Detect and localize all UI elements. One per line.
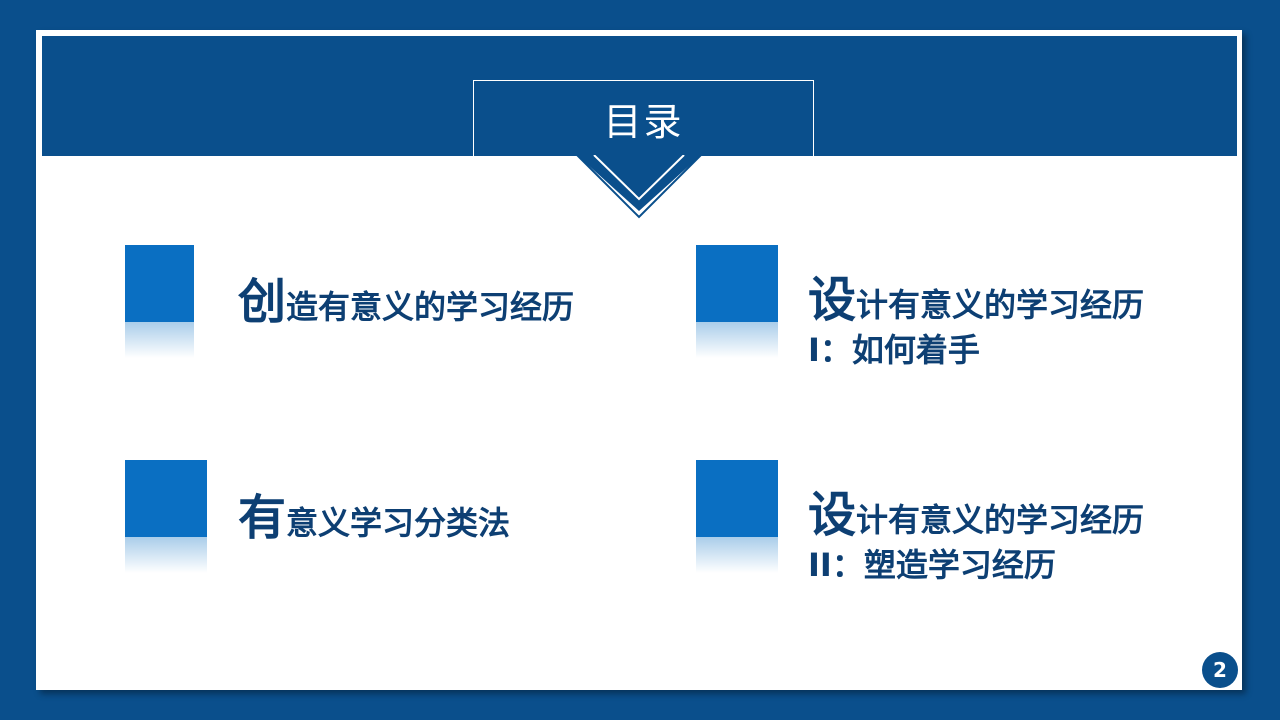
title-box: 目录 xyxy=(473,80,814,156)
item-label-rest: 计有意义的学习经历 xyxy=(856,501,1145,539)
item-lead-char: 设 xyxy=(808,272,857,328)
item-lead-char: 创 xyxy=(238,274,287,330)
item-lead-char: 设 xyxy=(808,487,857,543)
slide-card: 目录 创造有意义的学习经历 设计有意义的学习经历 I：如何着手 有意义学习分类法 xyxy=(36,30,1242,690)
item-marker-reflection xyxy=(125,322,194,358)
item-label: 设计有意义的学习经历 I：如何着手 xyxy=(808,270,1144,370)
item-label-rest: 意义学习分类法 xyxy=(286,504,511,542)
item-label: 创造有意义的学习经历 xyxy=(238,272,574,332)
item-label-line2: I：如何着手 xyxy=(808,331,980,369)
page-title: 目录 xyxy=(603,100,684,144)
page-number-badge: 2 xyxy=(1202,652,1238,688)
item-label-rest: 计有意义的学习经历 xyxy=(856,286,1145,324)
chevron-down-icon xyxy=(576,155,702,219)
item-marker-reflection xyxy=(696,322,778,358)
item-marker xyxy=(696,245,778,322)
item-marker xyxy=(125,245,194,322)
item-label: 设计有意义的学习经历 II：塑造学习经历 xyxy=(808,485,1144,585)
item-label-rest: 造有意义的学习经历 xyxy=(286,288,575,326)
item-label: 有意义学习分类法 xyxy=(238,488,510,548)
item-lead-char: 有 xyxy=(238,490,287,546)
item-label-line2: II：塑造学习经历 xyxy=(808,546,1056,584)
item-marker-reflection xyxy=(696,537,778,573)
item-marker xyxy=(696,460,778,537)
item-marker xyxy=(125,460,207,537)
item-marker-reflection xyxy=(125,537,207,573)
